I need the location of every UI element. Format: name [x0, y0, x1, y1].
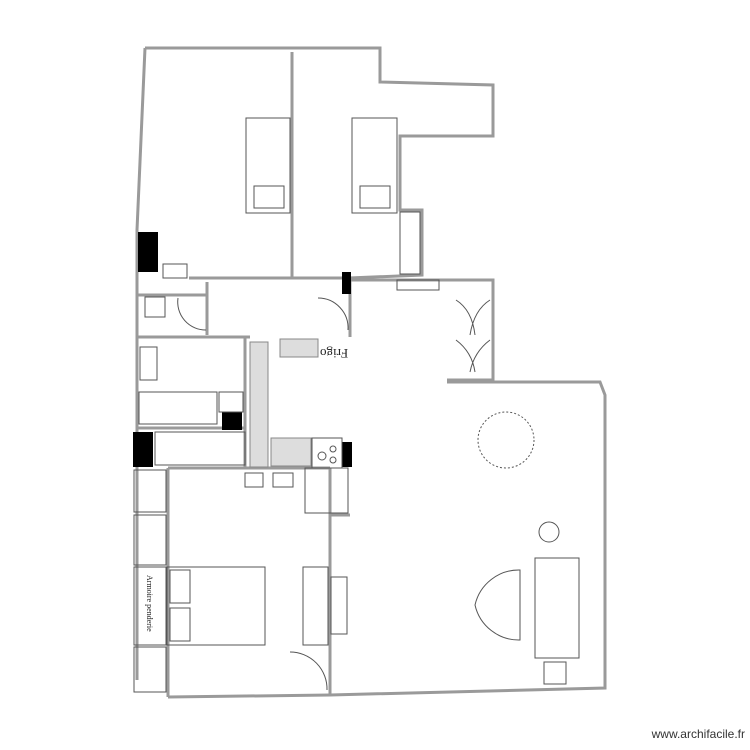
- watermark: www.archifacile.fr: [651, 727, 745, 741]
- lamp: [538, 521, 560, 543]
- burner: [329, 456, 337, 464]
- sink: [244, 472, 264, 488]
- wardrobe-label: Armoire penderie: [145, 575, 154, 632]
- pillars: [133, 232, 352, 467]
- closet: [133, 646, 167, 693]
- desk: [302, 566, 329, 646]
- door-swing: [317, 297, 349, 331]
- bedroom-1-furniture: [245, 117, 440, 291]
- toilet: [144, 296, 166, 318]
- pillar: [342, 442, 352, 467]
- sofa: [534, 557, 580, 659]
- double-door: [455, 339, 491, 373]
- armchair: [474, 569, 521, 641]
- radiator: [330, 576, 348, 635]
- closet: [133, 469, 167, 513]
- wardrobe: [399, 211, 421, 275]
- bathroom: [138, 263, 246, 466]
- burner: [329, 445, 337, 453]
- kitchen-counter: [249, 341, 269, 468]
- living-room: [177, 297, 580, 685]
- pillow: [169, 569, 191, 604]
- door-swing: [289, 651, 328, 691]
- double-door: [455, 299, 491, 336]
- wardrobe: [133, 566, 167, 646]
- pillow: [359, 185, 391, 209]
- bed: [351, 117, 398, 214]
- pillar: [342, 272, 351, 294]
- fridge: [279, 338, 319, 358]
- sink: [272, 472, 294, 488]
- washbasin: [139, 346, 158, 381]
- side-table: [543, 661, 567, 685]
- kitchen-counter: [270, 437, 312, 467]
- bathtub: [138, 391, 218, 425]
- fridge-label: Frigo: [320, 346, 348, 361]
- stove: [311, 437, 343, 469]
- pillow: [253, 185, 285, 209]
- closet: [133, 514, 167, 566]
- pillar: [133, 432, 153, 467]
- shelf: [396, 279, 440, 291]
- round-table: [477, 411, 535, 469]
- bed: [245, 117, 291, 214]
- walls: [135, 46, 607, 699]
- kitchen: Frigo: [244, 338, 349, 514]
- burner: [317, 451, 327, 461]
- pillar: [222, 412, 242, 430]
- bathtub: [154, 431, 246, 466]
- bedroom-2: Armoire penderie: [133, 469, 348, 693]
- pillar: [138, 232, 158, 272]
- shower: [304, 467, 349, 514]
- washing-machine: [218, 391, 244, 413]
- sink: [162, 263, 188, 279]
- bed: [166, 566, 266, 646]
- pillow: [169, 607, 191, 642]
- door-swing: [177, 297, 207, 331]
